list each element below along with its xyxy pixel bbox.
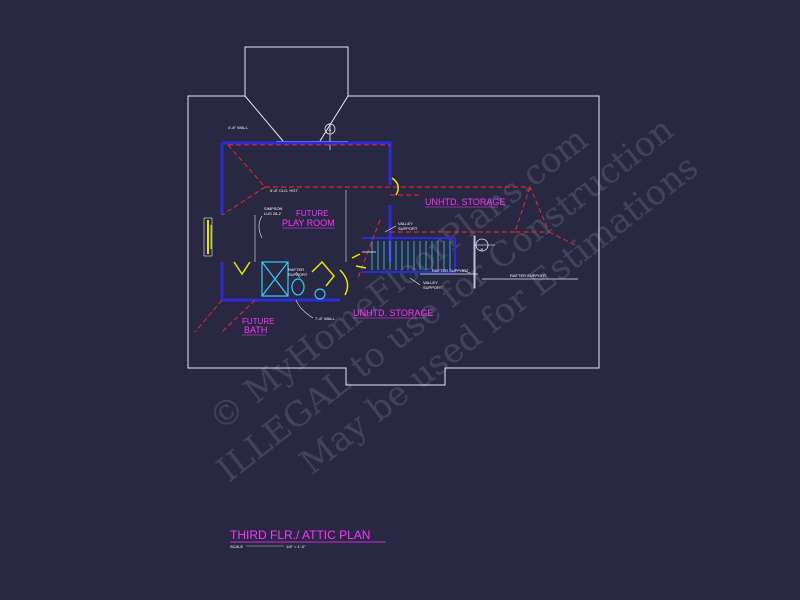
play-room-line-1: FUTURE [296, 209, 328, 218]
rafter-support-2: RAFTER SUPPORT [432, 268, 469, 273]
play-room-line-2: PLAY ROOM [282, 218, 335, 228]
simpson-label-2: LUS 28-2 [264, 211, 282, 216]
rafter-support-1b: SUPPORT [288, 272, 308, 277]
play-room-label: FUTURE PLAY ROOM [282, 209, 335, 229]
plan-title: THIRD FLR./ ATTIC PLAN [230, 528, 370, 542]
valley-support-2b: SUPPORT [423, 285, 443, 290]
valley-support-1a: VALLEY [398, 221, 413, 226]
valley-support-1b: SUPPORT [398, 226, 418, 231]
front-gable [244, 95, 349, 142]
wall-label-top: 4'-8" WALL [228, 125, 249, 130]
valley-support-2a: VALLEY [423, 280, 438, 285]
section-b-label: B [481, 247, 484, 252]
rafter-support-3: RAFTER SUPPORT [510, 273, 547, 278]
simpson-label-1: SIMPSON [264, 206, 283, 211]
storage-lower-text: UNHTD. STORAGE [353, 308, 433, 318]
bath-label: FUTURE BATH [242, 317, 274, 336]
section-a-label: A [329, 127, 332, 132]
bath-fixtures [261, 261, 326, 300]
bath-line-2: BATH [244, 325, 267, 335]
rafter-support-1a: RAFTER [288, 267, 304, 272]
play-room-walls [220, 141, 392, 302]
scale-label: SCALE [230, 544, 243, 549]
roof-hip-lines [194, 144, 576, 333]
wall-label-bottom: 7'-6" WALL [315, 316, 336, 321]
bath-line-1: FUTURE [242, 317, 274, 326]
section-marker-b: B [475, 238, 495, 252]
scale-value: 1/4" = 1'-0" [286, 544, 306, 549]
roof-outline [187, 46, 600, 386]
stair-enclosure [362, 237, 456, 273]
left-window [203, 217, 213, 257]
section-marker-a: A [324, 123, 336, 150]
ceiling-height-note: 5'-8" CLG. HGT. [270, 188, 299, 193]
storage-lower-label: UNHTD. STORAGE [353, 308, 433, 319]
door-swings [233, 177, 399, 296]
rafter-supports [420, 235, 578, 289]
storage-upper-text: UNHTD. STORAGE [425, 197, 505, 207]
stair-treads [362, 241, 451, 270]
storage-upper-label: UNHTD. STORAGE [425, 197, 505, 208]
leader-lines [258, 215, 471, 319]
plan-title-block: THIRD FLR./ ATTIC PLAN SCALE 1/4" = 1'-0… [230, 528, 386, 549]
